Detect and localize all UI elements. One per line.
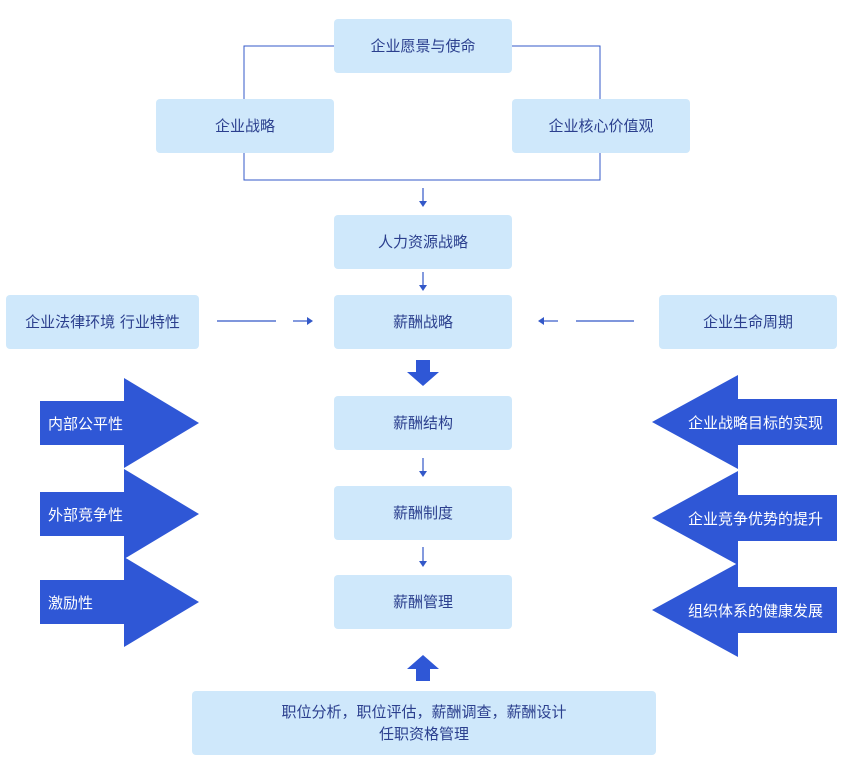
legal-env-label: 企业法律环境 行业特性 [25,313,180,331]
foundation-box: 职位分析，职位评估，薪酬调查，薪酬设计 任职资格管理 [192,691,656,755]
comp-strategy-label: 薪酬战略 [392,313,453,331]
comp-management-box: 薪酬管理 [334,575,512,629]
left-arrow-label: 内部公平性 [48,414,124,433]
core-values-box: 企业核心价值观 [512,99,690,153]
right-arrow-label: 组织体系的健康发展 [688,601,824,620]
comp-management-label: 薪酬管理 [392,593,453,611]
right-arrow-label: 企业战略目标的实现 [688,413,824,432]
comp-structure-label: 薪酬结构 [392,414,453,432]
right-arrow-organization-health: 组织体系的健康发展 [652,563,838,657]
right-arrow-competitive-advantage: 企业竞争优势的提升 [652,471,838,565]
left-arrow-label: 外部竞争性 [48,505,124,524]
hr-strategy-box: 人力资源战略 [334,215,512,269]
core-values-label: 企业核心价值观 [548,117,654,135]
lifecycle-box: 企业生命周期 [659,295,837,349]
left-arrow-incentive: 激励性 [40,557,200,647]
vision-label: 企业愿景与使命 [370,37,476,55]
left-arrow-external-competitiveness: 外部竞争性 [40,469,200,559]
legal-env-box: 企业法律环境 行业特性 [6,295,199,349]
strategy-box: 企业战略 [156,99,334,153]
foundation-line1: 职位分析，职位评估，薪酬调查，薪酬设计 [281,703,567,721]
left-arrow-label: 激励性 [48,593,94,612]
right-arrow-label: 企业竞争优势的提升 [688,509,824,528]
comp-structure-box: 薪酬结构 [334,396,512,450]
lifecycle-label: 企业生命周期 [702,313,793,331]
strategy-label: 企业战略 [214,117,275,135]
foundation-line2: 任职资格管理 [378,725,469,743]
comp-system-box: 薪酬制度 [334,486,512,540]
comp-strategy-box: 薪酬战略 [334,295,512,349]
hr-strategy-label: 人力资源战略 [377,233,468,251]
vision-box: 企业愿景与使命 [334,19,512,73]
right-arrow-strategic-goals: 企业战略目标的实现 [652,375,838,469]
left-arrow-internal-equity: 内部公平性 [40,378,200,468]
comp-system-label: 薪酬制度 [392,504,453,522]
